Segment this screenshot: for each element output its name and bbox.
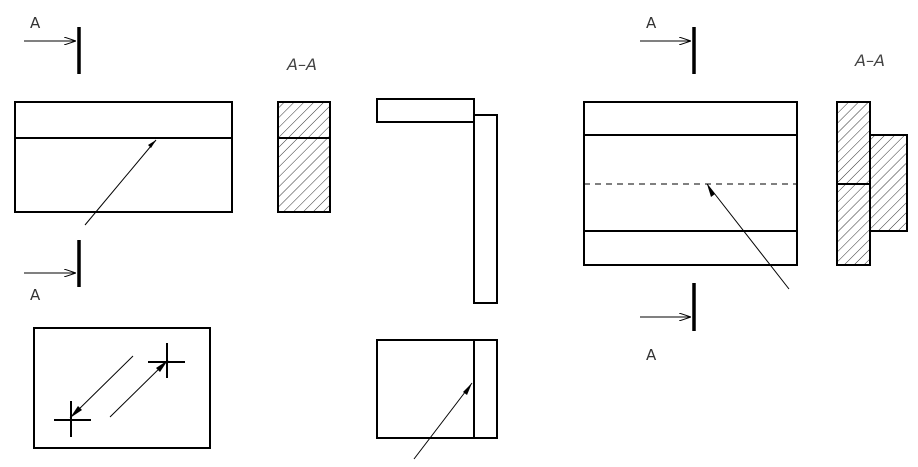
cut-label: A [646,14,657,32]
section-lower-hatch [836,183,871,266]
figure-4: A A A–A [583,14,908,364]
weld-arrow-head [463,383,472,395]
figure-1: A A A–A [14,14,331,304]
plate-outline [33,327,211,449]
section-top-hatch [277,101,331,139]
section-title: A–A [854,51,885,70]
weld-leader-line [84,139,157,226]
cutting-plane-top-right: A [640,14,696,74]
section-side-plate-hatch [869,134,908,232]
figure-2 [33,327,211,449]
weld-arrow-head [148,140,156,148]
section-view-a-a [836,101,908,266]
cut-label: A [30,286,41,304]
section-upper-hatch [836,101,871,185]
weld-arrow-head [707,184,715,197]
cut-label: A [30,14,41,32]
arrow-head [70,406,82,418]
cutting-plane-bottom-right: A [640,283,696,364]
cutting-plane-bottom-left: A [24,240,81,304]
diagonal-line [69,355,134,419]
cutting-plane-top-left: A [24,14,81,74]
horizontal-plate [376,98,475,123]
section-bottom-hatch [277,137,331,213]
weld-leader-line [706,183,790,290]
plate-front-view [14,101,233,213]
vertical-plate [473,114,498,304]
figure-3 [376,98,498,460]
section-title: A–A [286,55,317,74]
plate-bottom-view [376,339,498,439]
arrow-head [156,360,168,372]
weld-leader-line [413,382,473,460]
section-view-a-a [277,101,331,213]
cut-label: A [646,346,657,364]
